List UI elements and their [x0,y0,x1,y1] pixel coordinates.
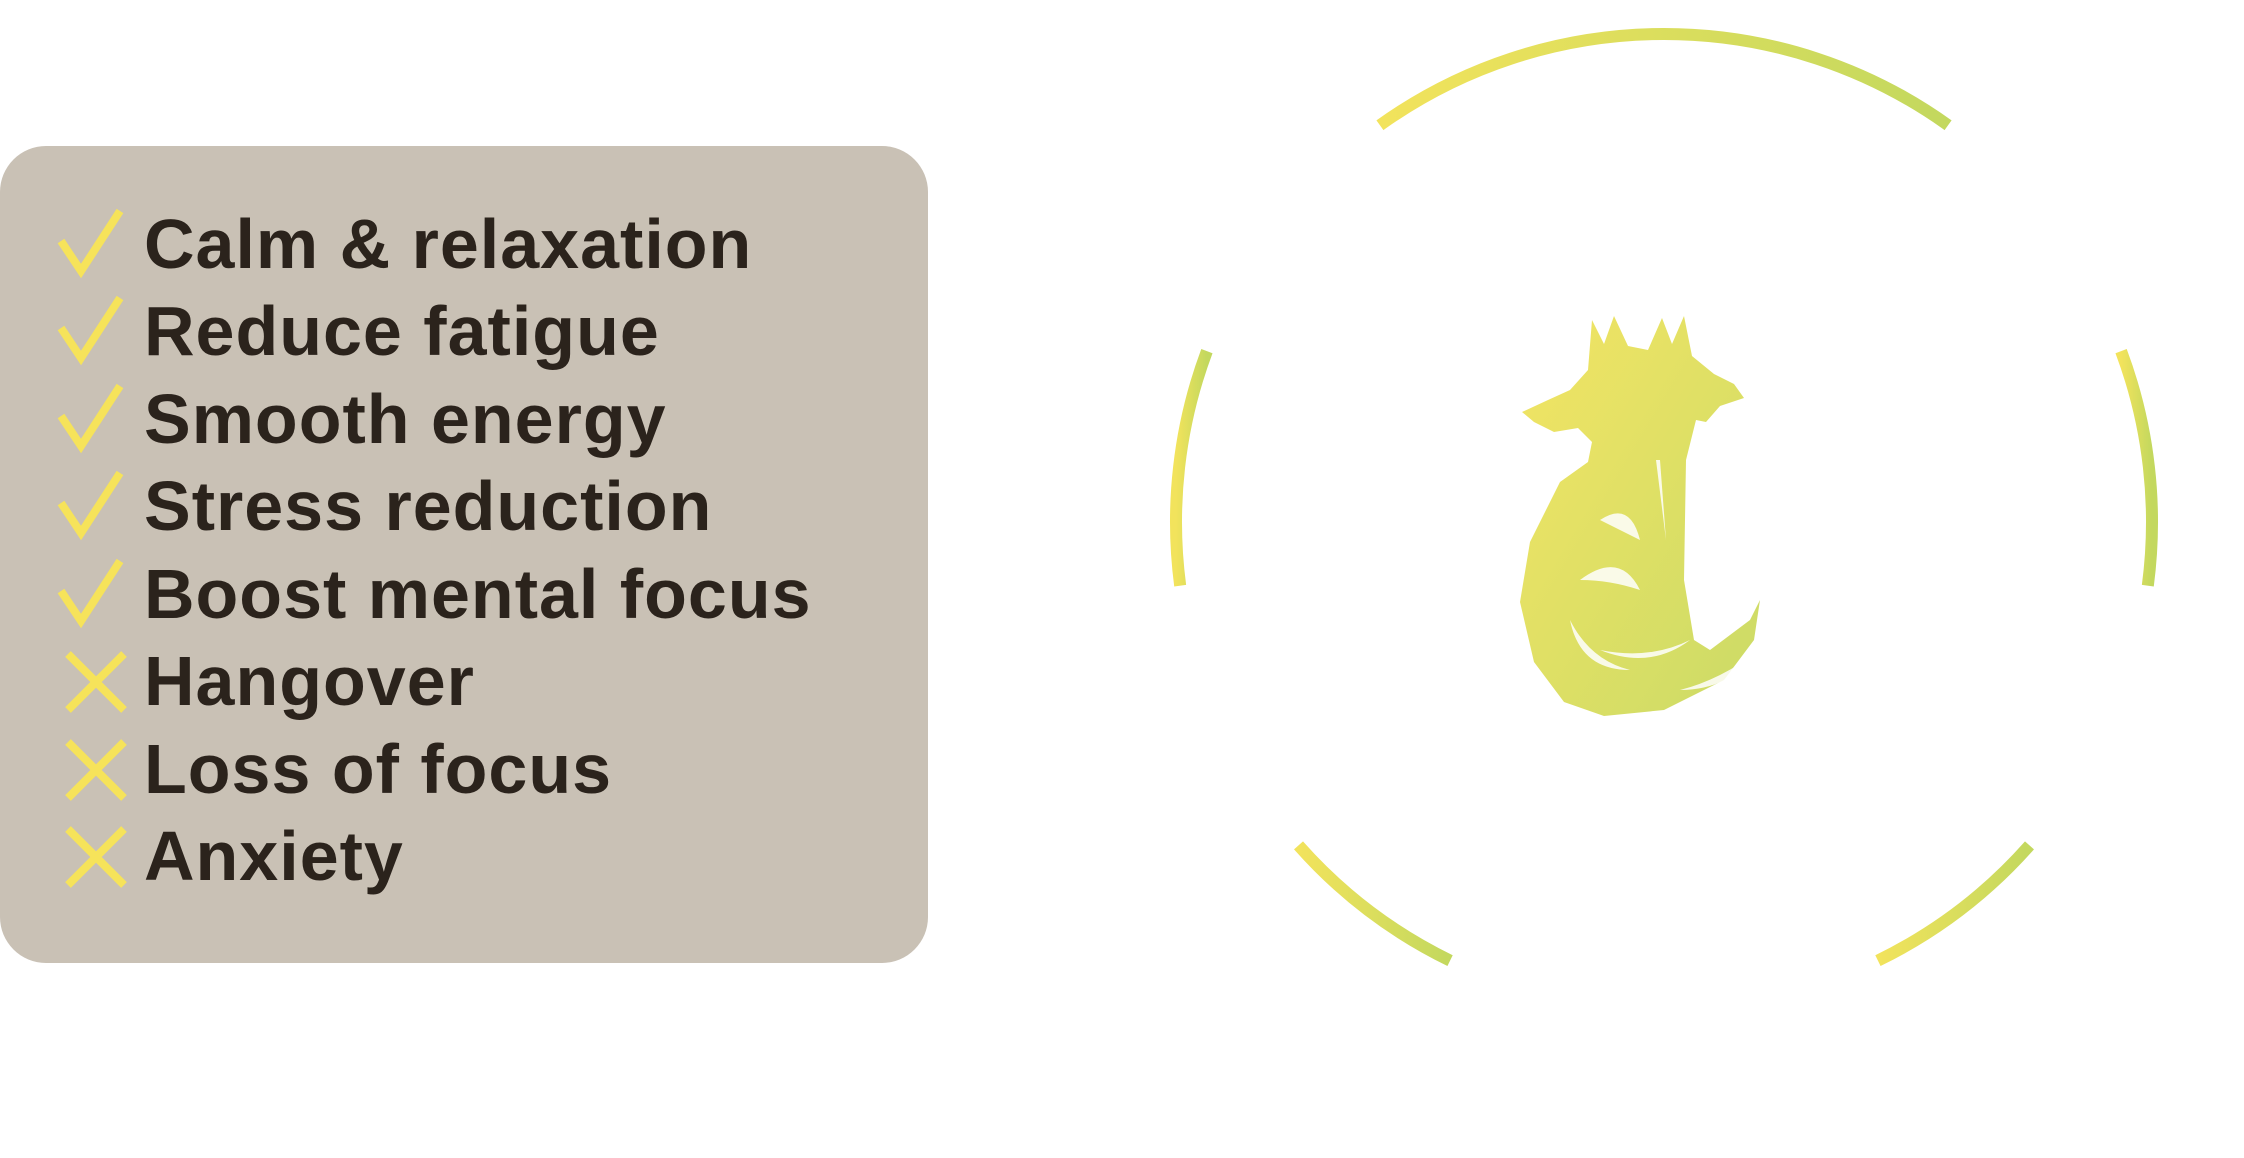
benefit-item: Hangover [56,638,812,726]
check-icon [57,383,124,454]
benefit-label: Hangover [144,642,475,721]
benefit-label: Boost mental focus [144,554,812,633]
benefits-panel [0,146,928,963]
ring-arc-segment [2115,348,2158,587]
benefit-label: Smooth energy [144,379,667,458]
check-icon [57,208,124,279]
ring-arc-segment [1170,348,1213,587]
benefit-item: Smooth energy [56,375,812,463]
ring-arc-segment [1376,28,1952,131]
benefit-item: Boost mental focus [56,550,812,638]
benefit-item: Anxiety [56,813,812,901]
cross-icon [65,651,127,714]
benefit-item: Calm & relaxation [56,200,812,288]
benefit-label: Reduce fatigue [144,292,660,371]
ring-arc-segment [1294,841,1453,967]
benefit-label: Anxiety [144,817,404,896]
benefit-item: Stress reduction [56,463,812,551]
cross-icon [65,826,127,889]
benefit-label: Calm & relaxation [144,204,753,283]
check-icon [57,296,124,366]
benefit-item: Loss of focus [56,725,812,813]
cross-icon [65,738,127,801]
check-icon [57,471,124,541]
benefit-label: Stress reduction [144,467,713,546]
check-icon [57,558,124,629]
two-headed-fox-icon [1520,316,1760,716]
benefit-label: Loss of focus [144,729,613,808]
ring-arc-segment [1875,841,2034,967]
benefit-item: Reduce fatigue [56,288,812,376]
